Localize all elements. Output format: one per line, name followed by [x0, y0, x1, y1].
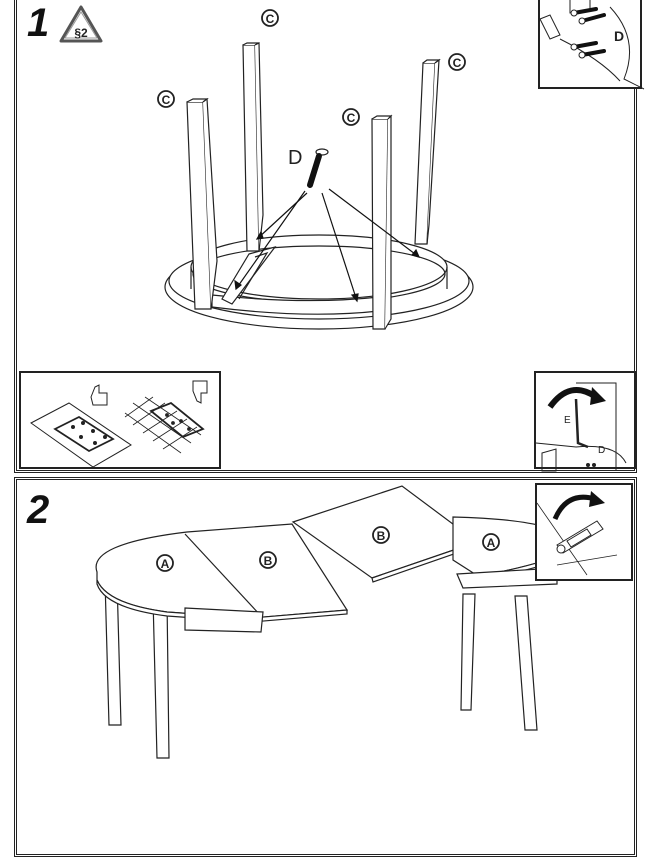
step-2-drawing: A B B A — [95, 485, 574, 759]
rotate-arrow-icon — [547, 386, 606, 409]
leaf-label-b: B — [377, 529, 386, 543]
end-label-a-circle — [156, 554, 174, 572]
surface-advice-inset — [19, 371, 221, 469]
end-label-a: A — [487, 536, 496, 550]
leaf-label-b-circle — [372, 526, 390, 544]
end-label-a: A — [161, 557, 170, 571]
step-1-panel: 1 §2 — [14, 0, 645, 473]
table-legs — [186, 42, 441, 330]
latch-icon — [556, 520, 604, 554]
screw-label: D — [288, 147, 302, 169]
tool-label-e: E — [564, 415, 571, 426]
end-label-a-circle — [482, 533, 500, 551]
step-number: 2 — [27, 488, 50, 532]
leg-label-c-text: C — [453, 56, 462, 70]
allen-key-icon — [574, 398, 589, 449]
warning-triangle-icon: §2 — [59, 5, 103, 43]
leaf-label-b: B — [264, 554, 273, 568]
thumbs-down-icon — [192, 380, 208, 404]
leg-label-c-text: C — [162, 93, 171, 107]
inset-screw-label-d: D — [598, 445, 605, 456]
step-2-panel: 2 A — [14, 477, 637, 857]
screw-d-icon — [307, 148, 329, 188]
warning-badge-text: §2 — [74, 26, 88, 40]
allen-key-inset: E D — [534, 371, 636, 472]
leaf-label-b-circle — [259, 551, 277, 569]
latch-detail-inset — [535, 483, 633, 581]
leg-label-c-text: C — [266, 12, 275, 26]
leg-label-c — [157, 9, 466, 126]
thumbs-up-icon — [90, 384, 108, 406]
tile-bad-surface — [124, 396, 205, 454]
leg-label-c-text: C — [347, 111, 356, 125]
step-number: 1 — [27, 1, 50, 45]
rug-good-surface — [30, 402, 132, 468]
step-1-drawing: §2 — [59, 5, 474, 330]
assembly-arrows — [234, 188, 421, 303]
screw-detail-inset: D — [538, 0, 645, 90]
inset-screw-label: D — [614, 28, 624, 44]
rotate-arrow-icon — [552, 491, 605, 521]
extended-table — [95, 485, 574, 759]
